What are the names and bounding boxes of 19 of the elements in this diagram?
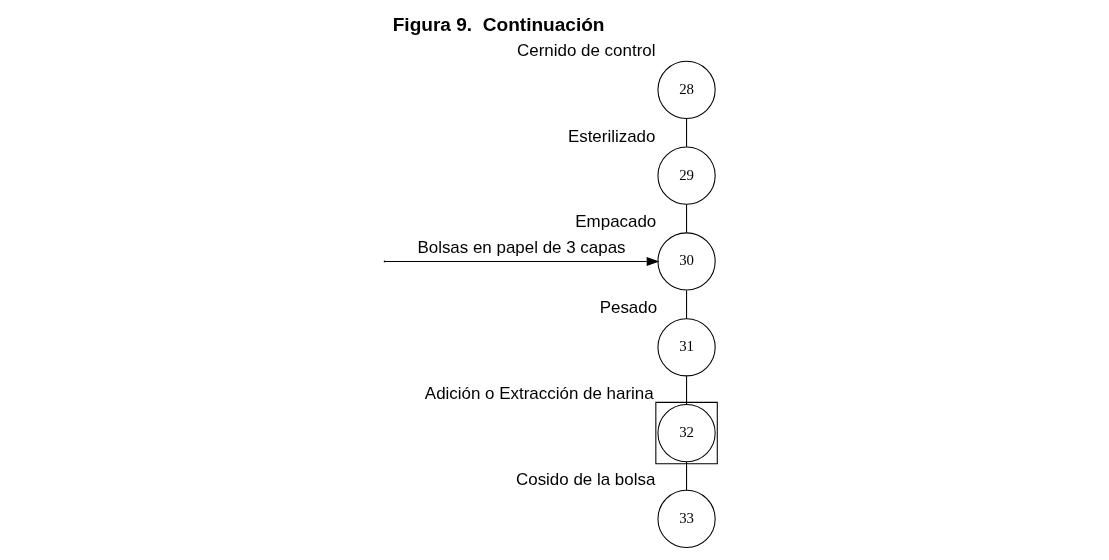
connector — [685, 461, 687, 491]
edge-label: Bolsas en papel de 3 capas — [416, 237, 626, 257]
node-circle: 31 — [656, 318, 716, 377]
diagram-title: Figura 9. Continuación — [392, 13, 605, 35]
node-circle: 33 — [656, 489, 716, 549]
node-label: Pesado — [599, 298, 657, 318]
node-label: Cernido de control — [516, 40, 655, 60]
node-label: Cosido de la bolsa — [515, 469, 655, 489]
node-circle: 30 — [656, 232, 716, 291]
node-label: Esterilizado — [567, 126, 655, 146]
connector — [685, 375, 687, 405]
node-label: Empacado — [574, 212, 656, 232]
connector — [685, 204, 687, 234]
connector — [685, 118, 687, 148]
connector — [685, 289, 687, 319]
arrow — [384, 257, 659, 266]
node-circle: 29 — [656, 146, 716, 205]
node-label: Adición o Extracción de harina — [424, 383, 654, 403]
node-circle: 28 — [656, 60, 716, 119]
